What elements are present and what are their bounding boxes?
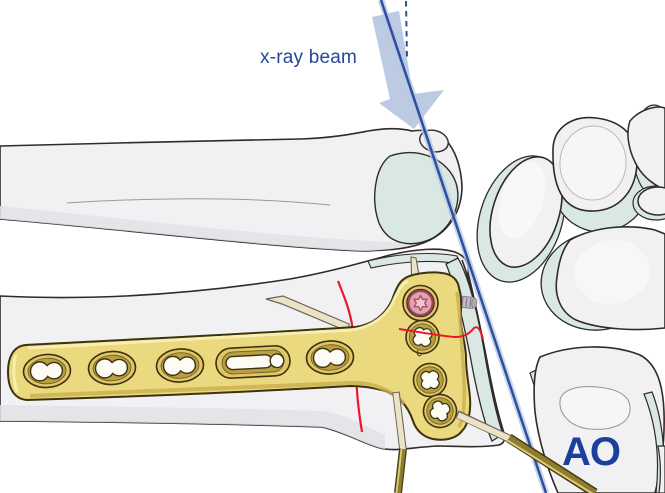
ao-logo: AO [562,430,620,474]
ulna [0,127,463,252]
kwire-vertical [392,391,407,493]
beam-center-line [377,0,550,493]
carpal-bones [476,104,665,493]
xray-beam-label: x-ray beam [260,47,358,68]
volar-t-plate [6,271,472,441]
dashed-reference-line [405,0,408,60]
carpal-small-right [637,186,665,216]
locking-screw-head [402,284,439,322]
kwire-oblique [455,410,598,493]
plate-gliding-slot [215,345,291,379]
carpal-top-right [627,106,665,191]
fracture-line-rim [398,326,484,340]
xray-beam-arrow [372,11,444,129]
